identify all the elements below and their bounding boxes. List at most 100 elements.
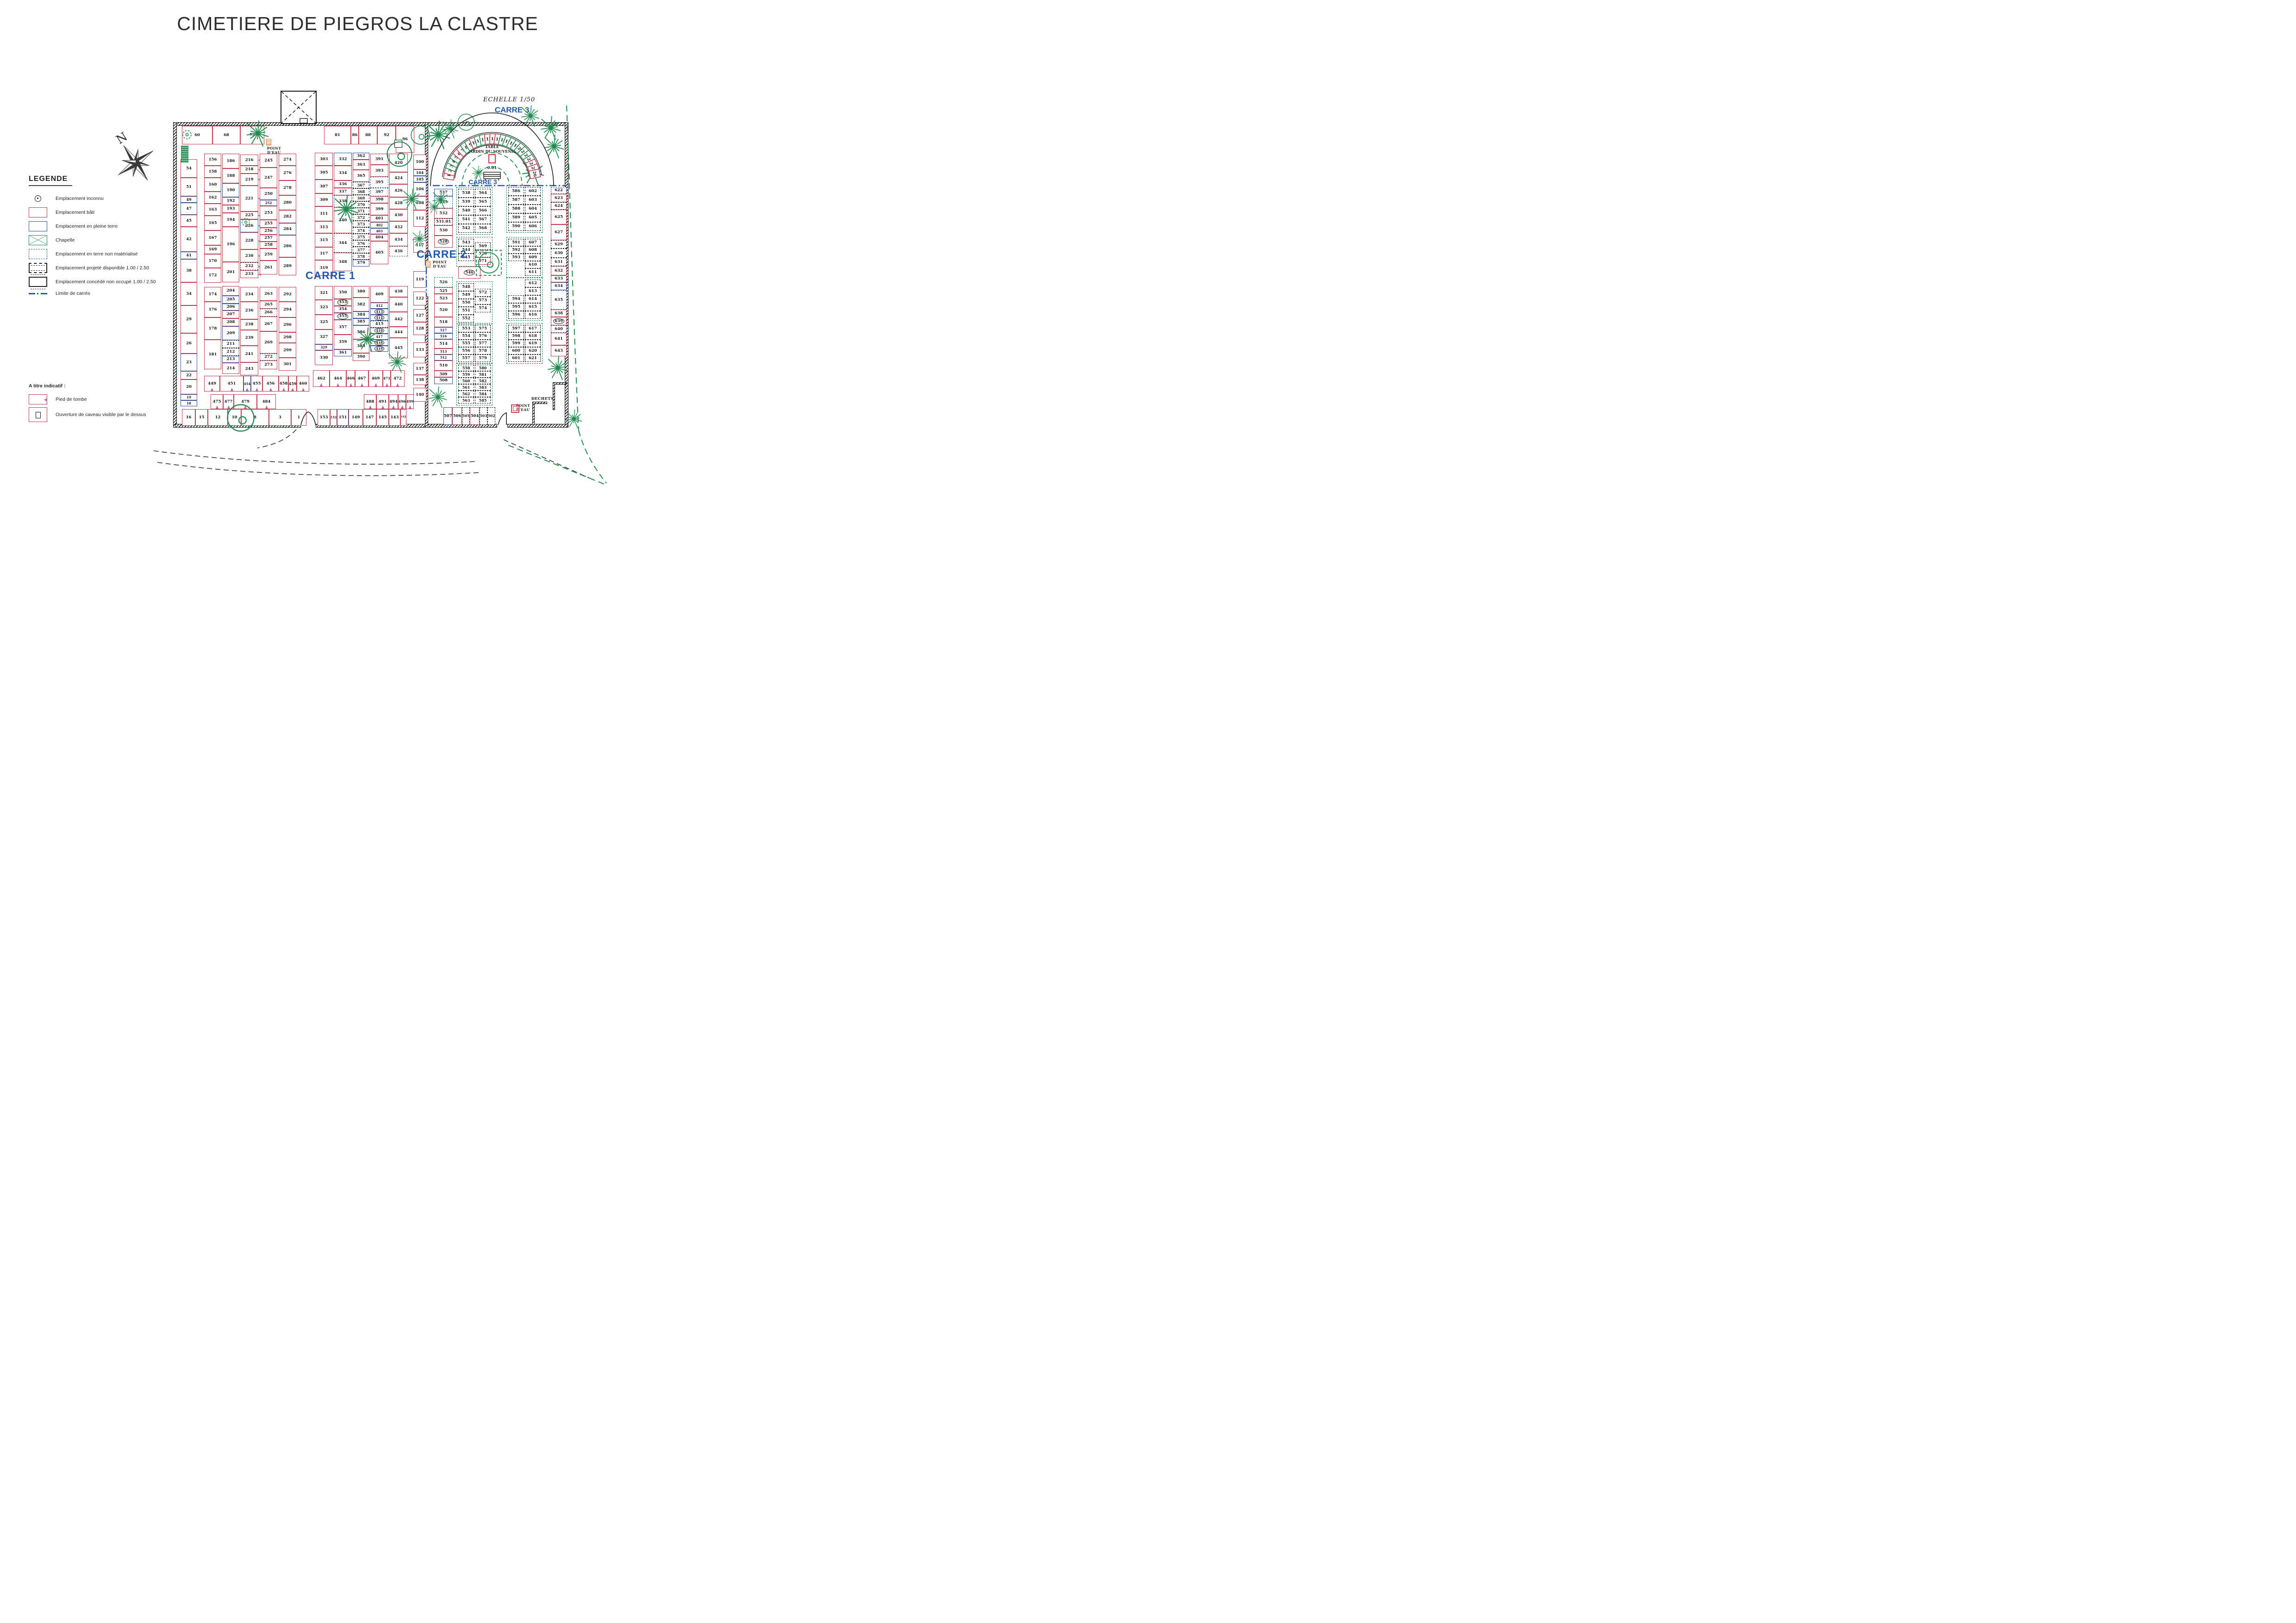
- plot-1: 1: [291, 409, 306, 426]
- plot-number: 18: [187, 401, 191, 405]
- plot-number: 371: [357, 209, 365, 213]
- pied-de-tombe-marker: [258, 178, 261, 181]
- plot-54: 54: [181, 159, 197, 178]
- plot-number: 633: [555, 276, 563, 281]
- plot-218: 218: [240, 166, 258, 174]
- plot-number: 299: [283, 348, 292, 353]
- plot-number: 284: [283, 226, 292, 231]
- plot-336: 336: [334, 180, 352, 188]
- plot-434: 434: [389, 233, 408, 246]
- plot-number: 627: [555, 230, 563, 235]
- plot-169: 169: [204, 245, 221, 254]
- plot-607: 607: [525, 239, 541, 246]
- pied-de-tombe-marker: [255, 388, 258, 391]
- plot-305: 305: [315, 166, 333, 180]
- arc-plot-23: 23: [523, 154, 537, 167]
- plot-number: 147: [365, 415, 374, 420]
- plot-566: 566: [475, 206, 491, 215]
- plot-number: 108: [416, 200, 424, 205]
- plot-555: 555: [458, 340, 474, 347]
- pied-de-tombe-marker: [230, 388, 233, 391]
- plot-330: 330: [315, 350, 333, 365]
- plot-number: 319: [319, 265, 328, 270]
- plot-569: 569: [475, 243, 491, 250]
- legend-item-label: Emplacement en pleine terre: [56, 224, 118, 229]
- arc-plot-7: 7: [455, 143, 470, 157]
- plot-number: 553: [462, 326, 470, 331]
- plot-number: 104: [416, 170, 424, 175]
- terre-symbol-icon: [29, 221, 47, 231]
- indicative-item-label: Pied de tombe: [56, 397, 87, 402]
- plot-number: 606: [529, 224, 537, 229]
- pied-de-tombe-marker: [246, 388, 249, 391]
- plot-number: 388: [357, 343, 365, 348]
- plot-267: 267: [260, 317, 277, 331]
- plot-number: 117: [416, 243, 424, 248]
- plot-number: 145: [378, 415, 387, 420]
- compass-north-label: N: [114, 130, 130, 147]
- plot-number: 167: [208, 235, 217, 240]
- plot-number: 563: [462, 398, 470, 403]
- plot-540: 540: [458, 206, 474, 215]
- plot-number: 221: [245, 196, 254, 201]
- plot-384: 384: [353, 311, 369, 318]
- plot-377: 377: [353, 247, 369, 253]
- plot-367: 367: [353, 182, 369, 188]
- plot-368: 368: [353, 188, 369, 195]
- plot-number: 247: [264, 175, 273, 180]
- pied-de-tombe-marker: [258, 214, 261, 217]
- plot-number: 469: [371, 376, 380, 381]
- plot-number: 588: [512, 206, 520, 211]
- plot-number: 357: [338, 324, 347, 330]
- plot-160: 160: [204, 178, 221, 192]
- plot-number: 261: [264, 265, 273, 270]
- plot-number: 599: [512, 341, 520, 346]
- plot-number: 558: [462, 366, 470, 370]
- plot-467: 467: [355, 370, 368, 387]
- plot-number: 329: [320, 345, 327, 349]
- plot-413: 413: [370, 309, 388, 315]
- plot-number: 472: [393, 376, 402, 381]
- plot-number: 369: [357, 196, 365, 200]
- plot-606: 606: [525, 222, 541, 231]
- plot-number: 282: [283, 214, 292, 219]
- svg-text:6: 6: [457, 151, 462, 156]
- plot-number: 601: [512, 355, 520, 361]
- plot-122: 122: [413, 292, 426, 305]
- plot-424: 424: [389, 172, 408, 184]
- plot-363: 363: [353, 160, 369, 170]
- plot-206: 206: [222, 304, 239, 311]
- plot-number: 112: [416, 216, 424, 221]
- plot-number: 530: [439, 228, 448, 233]
- plot-number: 409: [375, 292, 384, 297]
- plot-587: 587: [508, 196, 524, 205]
- plot-number: 16: [186, 415, 192, 420]
- plot-266: 266: [260, 309, 277, 317]
- plot-140: 140: [413, 388, 426, 402]
- plot-number: 610: [529, 262, 537, 267]
- plot-number: 596: [512, 312, 520, 317]
- plot-number: 609: [529, 255, 537, 260]
- plot-number: 225: [245, 213, 254, 218]
- label-point-d'eau: POINT D'EAU: [516, 404, 530, 412]
- plot-388: 388: [353, 339, 369, 353]
- plot-506: 506: [452, 407, 462, 425]
- plot-number: 209: [226, 330, 235, 336]
- plot-number: 611: [529, 269, 537, 274]
- plot-number: 444: [394, 330, 403, 335]
- plot-526: 526: [434, 277, 453, 287]
- plot-number: 218: [245, 167, 254, 172]
- plot-532: 532: [434, 208, 453, 218]
- plot-580: 580: [475, 365, 491, 371]
- pied-de-tombe-marker: [381, 405, 384, 409]
- plot-397: 397: [370, 188, 388, 196]
- plot-number: 10: [231, 415, 237, 420]
- pied-de-tombe-marker: [244, 405, 247, 409]
- plot-591: 591: [508, 239, 524, 246]
- plot-number: 296: [283, 322, 292, 327]
- plot-589: 589: [508, 213, 524, 222]
- plot-221: 221: [240, 186, 258, 211]
- svg-text:1: 1: [447, 174, 452, 177]
- plot-number: 232: [245, 264, 254, 269]
- plot-number: 29: [186, 317, 192, 322]
